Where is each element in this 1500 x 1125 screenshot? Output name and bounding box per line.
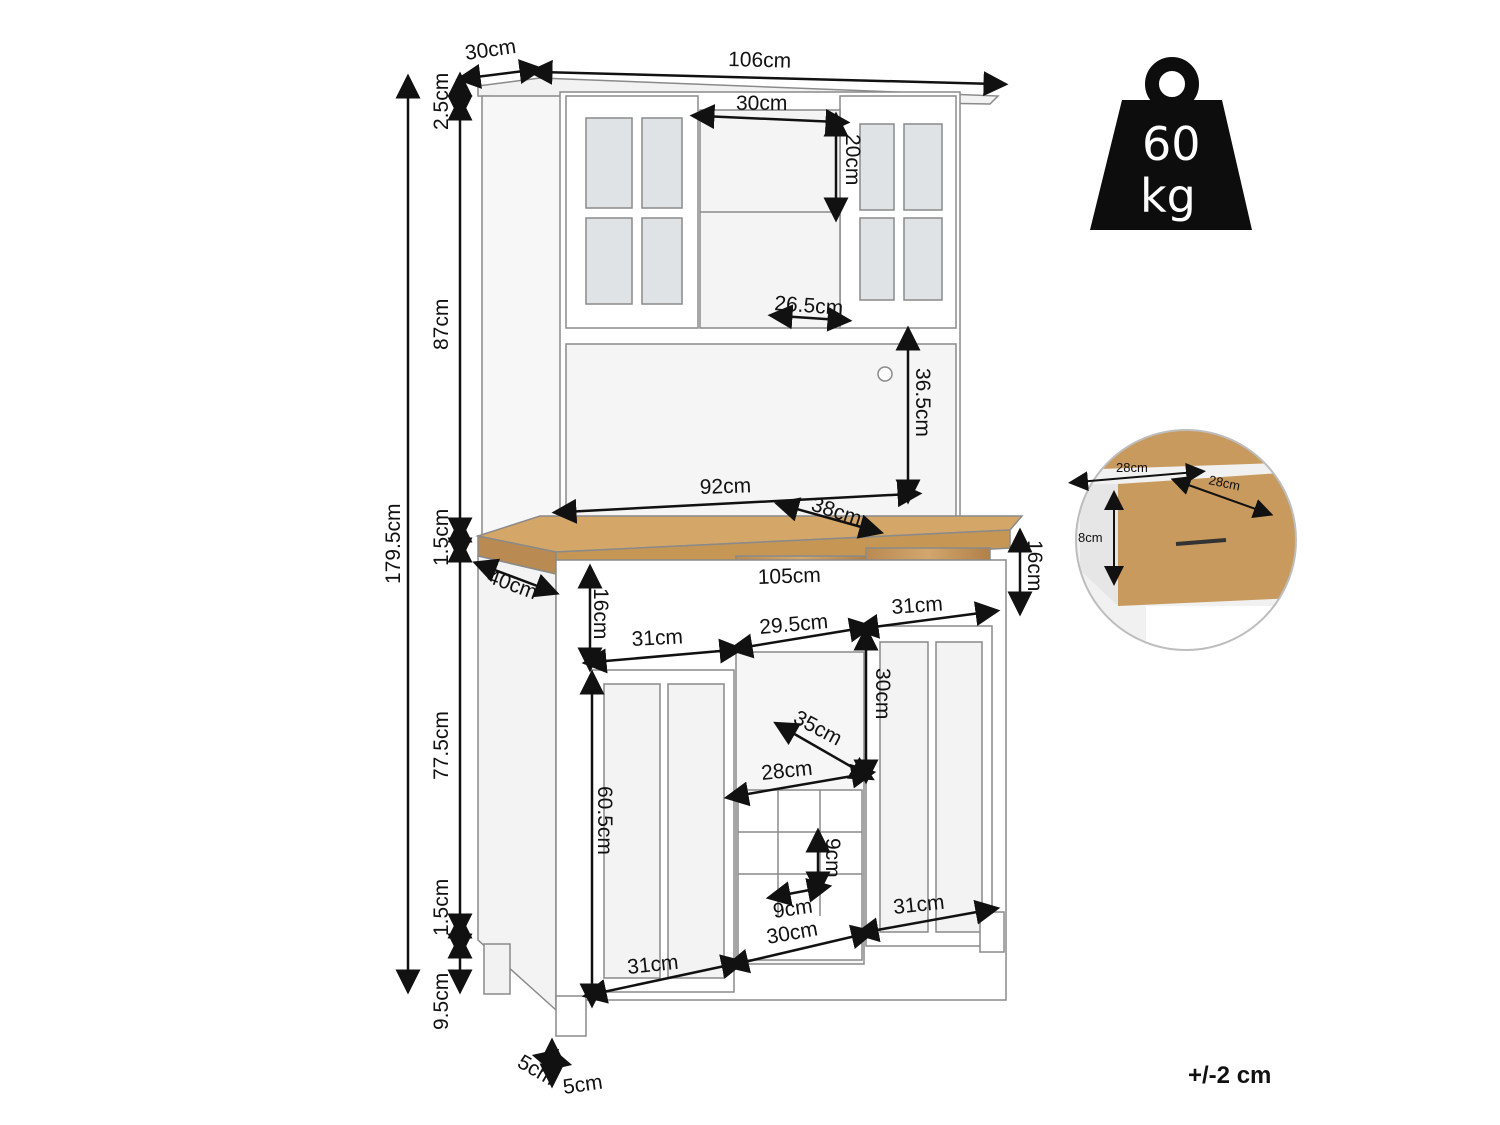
label-door-left-width: 31cm [626,951,679,979]
label-top-trim: 2.5cm [430,73,453,130]
label-door-height: 60.5cm [593,786,616,855]
tolerance-note: +/-2 cm [1188,1062,1272,1089]
drawer-detail-inset: 28cm 28cm 8cm [1068,429,1297,651]
label-drawer-right-width: 31cm [891,592,944,619]
label-shelf-depth: 26.5cm [774,292,844,320]
label-cell-height: 9cm [821,838,844,878]
label-overall-height: 179.5cm [382,503,405,584]
drawer-detail-width: 28cm [1116,460,1148,475]
label-drawer-left-width: 31cm [631,625,683,651]
label-drawer-height-right: 16cm [1023,540,1046,591]
label-base-height: 77.5cm [430,711,453,780]
dimension-labels: 30cm 106cm 30cm 20cm 26.5cm 36.5cm 92cm … [382,35,1046,1099]
label-hutch-open-height: 36.5cm [911,368,934,437]
label-top-depth: 30cm [463,35,517,65]
label-overall-width: 106cm [728,48,792,73]
drawer-detail-depth: 28cm [1207,472,1241,493]
label-inner-shelf-width: 30cm [736,92,787,115]
label-bottom-thickness: 1.5cm [430,879,453,936]
weight-icon: 60 kg [1090,57,1252,230]
label-inner-shelf-height: 20cm [841,134,864,185]
label-hutch-open-width: 92cm [699,474,751,499]
drawer-detail-height: 8cm [1078,530,1103,545]
label-cell-width: 9cm [771,895,814,923]
weight-value: 60 [1142,117,1201,171]
label-door-right-width: 31cm [892,891,945,919]
label-leg-width: 5cm [561,1071,604,1099]
label-wine-width: 28cm [760,757,813,785]
label-counter-width: 105cm [757,564,821,589]
label-wine-height: 30cm [871,668,894,719]
label-hutch-height: 87cm [430,299,453,350]
weight-unit: kg [1140,169,1196,223]
dimension-lines [395,59,1033,1089]
label-drawer-height-left: 16cm [589,588,612,639]
label-counter-thickness: 1.5cm [430,509,453,566]
label-leg-height: 9.5cm [430,973,453,1030]
